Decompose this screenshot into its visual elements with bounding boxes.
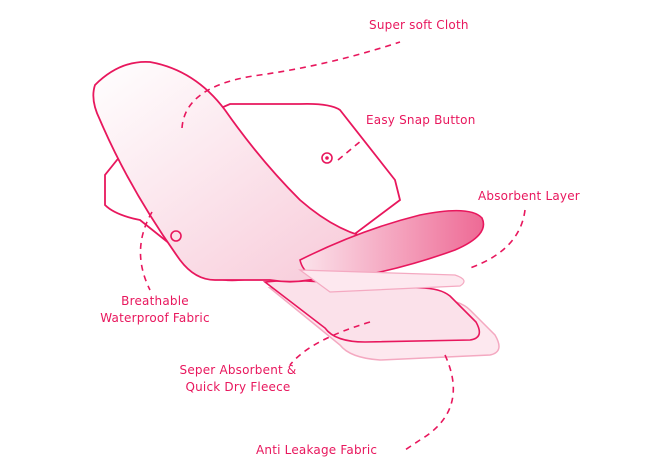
label-line: Quick Dry Fleece — [185, 380, 291, 394]
label-anti-leakage-fabric: Anti Leakage Fabric — [256, 443, 378, 457]
snap-button-icon — [321, 152, 333, 164]
fleece-layer — [262, 279, 481, 343]
leader-lines — [139, 41, 526, 451]
snap-button-icon — [170, 230, 182, 242]
label-easy-snap-button: Easy Snap Button — [366, 113, 476, 127]
label-absorbent-layer: Absorbent Layer — [478, 189, 580, 203]
label-fleece: Seper Absorbent & Quick Dry Fleece — [168, 362, 308, 396]
label-line: Breathable — [121, 294, 189, 308]
label-line: Seper Absorbent & — [179, 363, 297, 377]
label-breathable-waterproof: Breathable Waterproof Fabric — [85, 293, 225, 327]
label-super-soft-cloth: Super soft Cloth — [369, 18, 469, 32]
label-line: Waterproof Fabric — [100, 311, 210, 325]
